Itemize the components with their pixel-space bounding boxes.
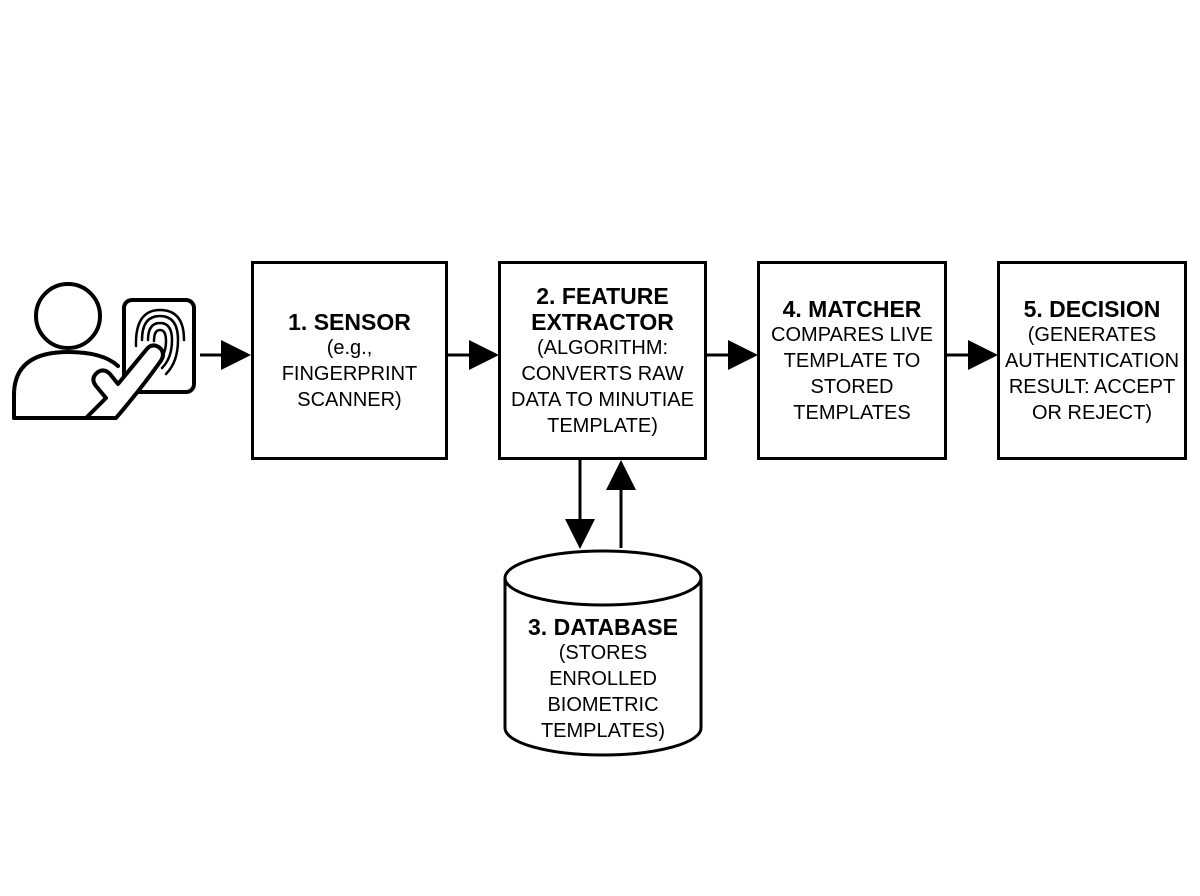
sensor-box: 1. SENSOR (e.g., FINGERPRINT SCANNER) — [251, 261, 448, 460]
matcher-desc-line: COMPARES LIVE — [771, 323, 933, 346]
sensor-desc-line: (e.g., — [326, 336, 373, 359]
sensor-desc-line: FINGERPRINT — [281, 362, 418, 385]
decision-desc-line: RESULT: ACCEPT — [1008, 375, 1176, 398]
database-desc-line: BIOMETRIC — [547, 694, 659, 716]
decision-desc-line: OR REJECT) — [1032, 401, 1152, 424]
feature-extractor-box: 2. FEATURE EXTRACTOR (ALGORITHM: CONVERT… — [498, 261, 707, 460]
database-cylinder-icon — [503, 549, 703, 757]
sensor-title: 1. SENSOR — [288, 308, 411, 335]
user-with-fingerprint-icon — [12, 282, 196, 420]
user-head-icon — [34, 282, 102, 350]
matcher-desc-line: STORED — [810, 375, 894, 398]
extractor-desc-line: DATA TO MINUTIAE — [511, 388, 694, 411]
scanner-pad-icon — [122, 298, 196, 394]
decision-box: 5. DECISION (GENERATES AUTHENTICATION RE… — [997, 261, 1187, 460]
database-desc-line: (STORES — [558, 642, 648, 664]
matcher-box: 4. MATCHER COMPARES LIVE TEMPLATE TO STO… — [757, 261, 947, 460]
user-body-icon — [12, 350, 120, 420]
database-desc-line: TEMPLATES) — [540, 720, 666, 742]
fingerprint-icon — [134, 308, 186, 376]
decision-desc-line: (GENERATES — [1027, 323, 1157, 346]
decision-title: 5. DECISION — [1023, 295, 1161, 322]
database-desc-line: ENROLLED — [549, 668, 657, 690]
database-label: 3. DATABASE (STORES ENROLLED BIOMETRIC T… — [505, 614, 701, 744]
matcher-title: 4. MATCHER — [782, 295, 922, 322]
pointing-hand-icon — [84, 343, 165, 420]
extractor-desc-line: (ALGORITHM: — [536, 336, 669, 359]
extractor-title-line: 2. FEATURE — [536, 282, 669, 309]
matcher-desc-line: TEMPLATES — [793, 401, 911, 424]
extractor-desc-line: CONVERTS RAW — [521, 362, 684, 385]
database-title: 3. DATABASE — [528, 614, 678, 640]
extractor-title-line: EXTRACTOR — [531, 308, 674, 335]
decision-desc-line: AUTHENTICATION — [1004, 349, 1180, 372]
extractor-desc-line: TEMPLATE) — [547, 414, 658, 437]
sensor-desc-line: SCANNER) — [297, 388, 402, 411]
matcher-desc-line: TEMPLATE TO — [783, 349, 921, 372]
